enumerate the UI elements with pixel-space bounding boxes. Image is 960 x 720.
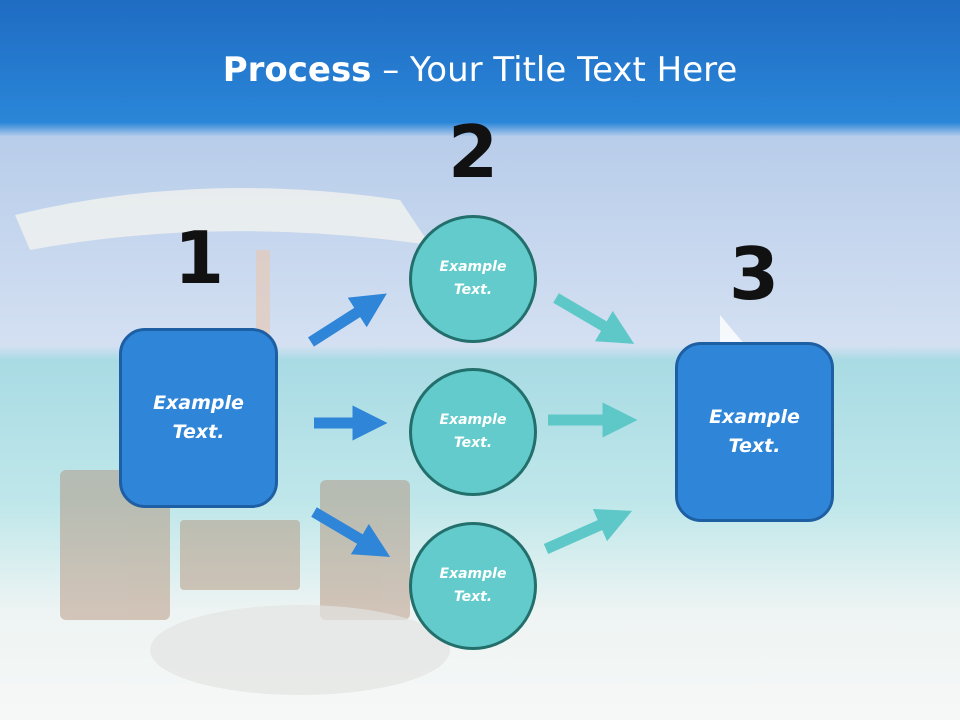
title-rest: – Your Title Text Here xyxy=(371,50,738,90)
slide-title: Process – Your Title Text Here xyxy=(0,50,960,90)
circle-top-line2: Text. xyxy=(453,282,493,298)
arrow-right-up xyxy=(553,293,635,344)
circle-bottom: Example Text. xyxy=(409,522,537,650)
left-box-line1: Example xyxy=(153,392,244,414)
arrow-left-down xyxy=(311,507,391,557)
step-number-3: 3 xyxy=(728,232,780,316)
circle-middle: Example Text. xyxy=(409,368,537,496)
left-process-box: Example Text. xyxy=(119,328,278,508)
step-number-1: 1 xyxy=(173,216,225,300)
step-number-2: 2 xyxy=(447,110,499,194)
arrow-right-down xyxy=(543,509,633,555)
circle-top: Example Text. xyxy=(409,215,537,343)
right-box-line2: Text. xyxy=(728,435,781,457)
right-process-box: Example Text. xyxy=(675,342,834,522)
circle-top-line1: Example xyxy=(439,259,507,275)
circle-middle-line1: Example xyxy=(439,412,507,428)
circle-middle-line2: Text. xyxy=(453,435,493,451)
circle-bottom-line2: Text. xyxy=(453,589,493,605)
right-box-line1: Example xyxy=(709,406,800,428)
arrow-left-up xyxy=(308,293,387,347)
circle-bottom-line1: Example xyxy=(439,566,507,582)
left-box-line2: Text. xyxy=(172,421,225,443)
title-bold: Process xyxy=(222,50,372,90)
